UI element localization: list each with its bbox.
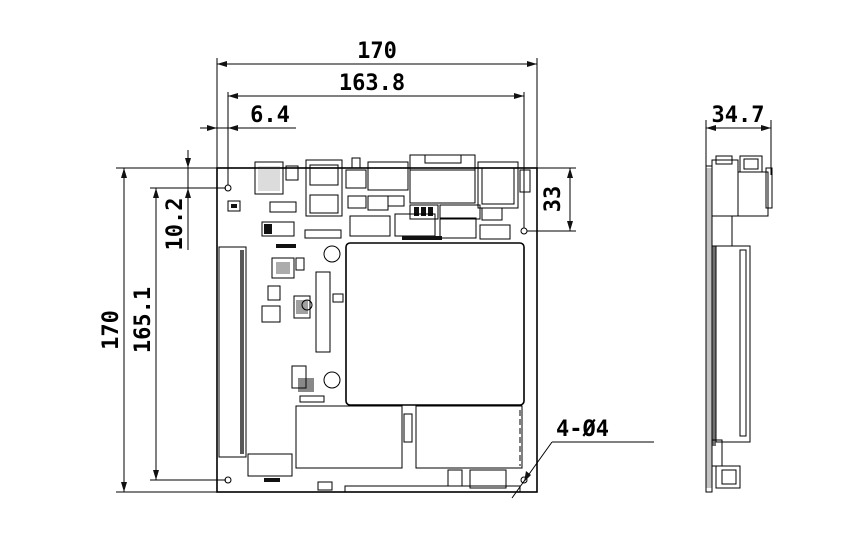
- dim-overall-height: 170: [99, 310, 124, 350]
- mount-hole-bottom-right: [520, 476, 528, 484]
- side-view: 34.7: [705, 103, 773, 493]
- dim-side-thickness: 34.7: [712, 103, 765, 128]
- dim-overall-width: 170: [357, 39, 397, 64]
- dim-top-hole-drop: 33: [541, 186, 566, 213]
- dim-mounting-holes: 4-Ø4: [556, 417, 609, 442]
- dimension-lines: 170 163.8 6.4 10.2 170 165.1: [99, 39, 654, 499]
- audio-connector: [367, 161, 409, 191]
- vga-connector: [409, 154, 476, 204]
- memory-module-right: [415, 405, 523, 469]
- board-outline: [216, 167, 538, 493]
- dim-hole-offset-x: 6.4: [250, 103, 290, 128]
- left-edge-connector: [218, 246, 247, 458]
- dim-hole-spacing-width: 163.8: [339, 71, 405, 96]
- side-heatsink: [715, 245, 751, 443]
- mount-standoff-lower: [323, 371, 341, 389]
- mount-standoff-upper: [323, 245, 341, 263]
- front-view: [216, 154, 538, 493]
- usb-connector: [305, 159, 343, 217]
- dim-hole-spacing-height: 165.1: [131, 287, 156, 353]
- rj45-connector: [477, 161, 519, 209]
- mount-hole-top-right: [520, 227, 528, 235]
- dim-hole-offset-y: 10.2: [163, 198, 188, 251]
- memory-module-left: [295, 405, 403, 469]
- cpu-heatsink: [345, 242, 525, 406]
- top-connector-1: [254, 161, 284, 195]
